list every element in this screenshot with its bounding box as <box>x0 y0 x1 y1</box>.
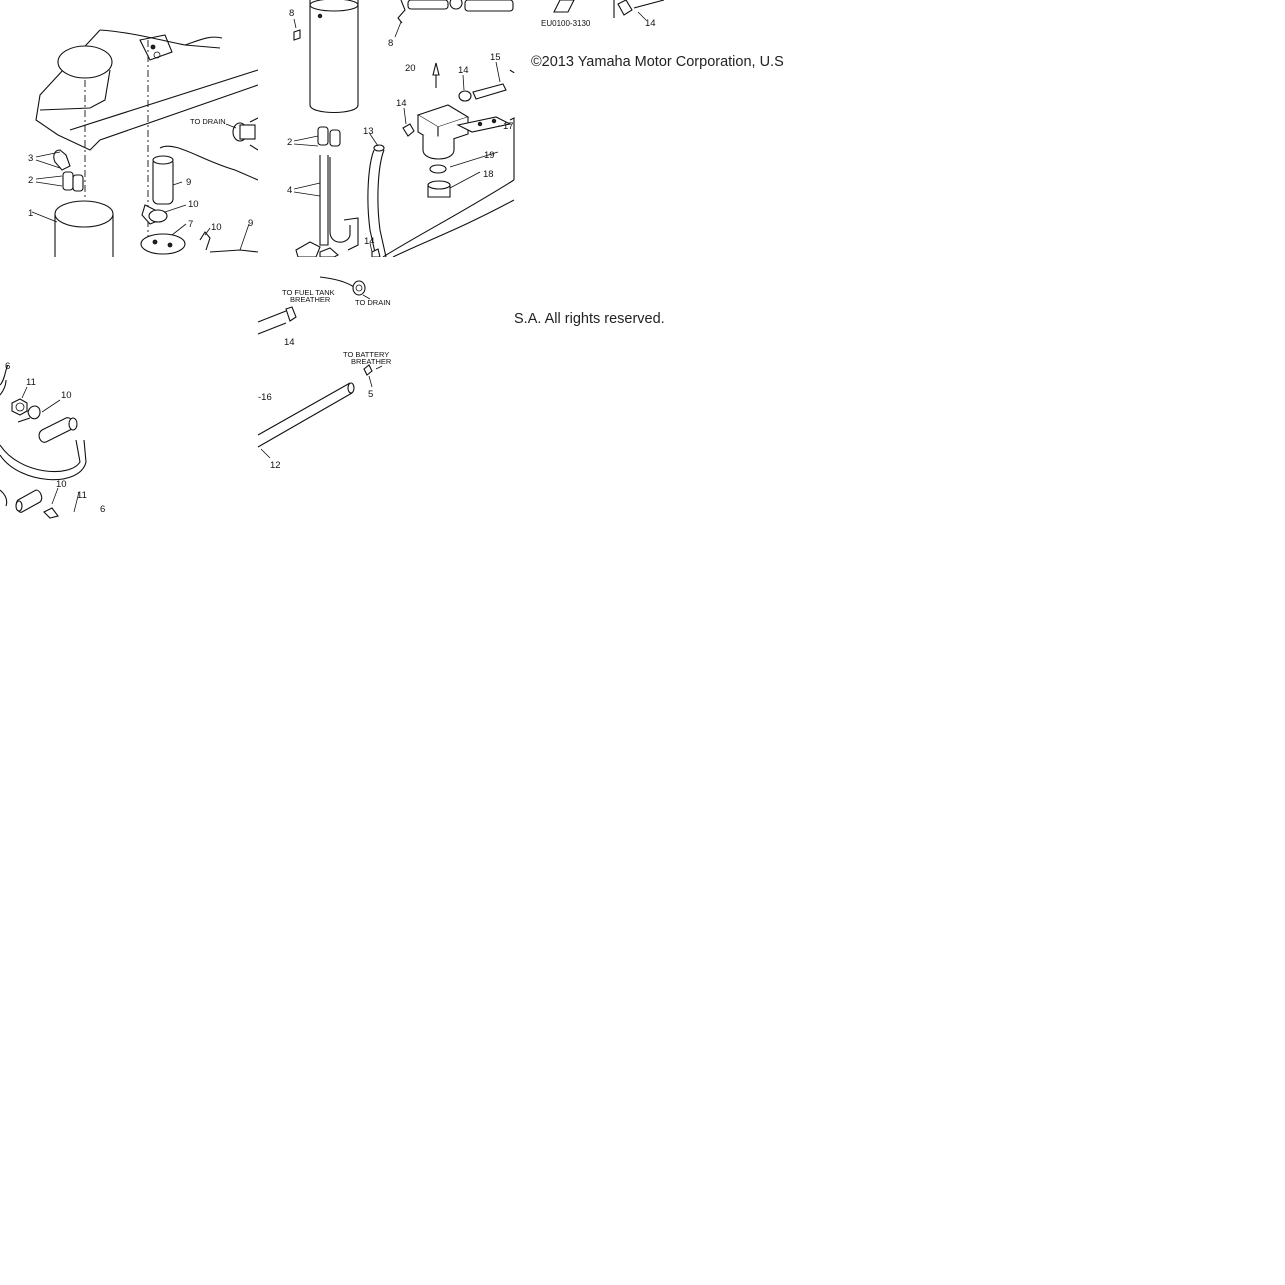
callout-14: 14 <box>284 337 295 348</box>
callout-9: 9 <box>186 177 191 188</box>
callout-10: 10 <box>56 479 67 490</box>
callout-14: 14 <box>645 18 656 29</box>
callout-1: 1 <box>28 208 33 219</box>
copyright-text-part1: ©2013 Yamaha Motor Corporation, U.S <box>531 54 784 70</box>
callout-8: 8 <box>289 8 294 19</box>
diagram-tile-breathers: TO DRAIN TO FUEL TANK BREATHER 14 TO BAT… <box>257 257 514 513</box>
label-to-fuel-tank-breather-2: BREATHER <box>290 295 331 304</box>
diagram-tile-tank: 3 2 1 9 10 7 10 9 TO DRAIN <box>0 0 259 257</box>
callout-6: 6 <box>100 504 105 515</box>
callout-8: 8 <box>388 38 393 49</box>
label-to-fuel-tank-breather-1: TO FUEL TANK <box>282 288 335 297</box>
label-to-battery-breather-2: BREATHER <box>351 357 392 366</box>
copyright-text-part2: S.A. All rights reserved. <box>514 311 665 327</box>
callout-16: -16 <box>258 392 272 403</box>
callout-10: 10 <box>211 222 222 233</box>
callout-11: 11 <box>26 377 36 388</box>
callout-14: 14 <box>364 236 375 247</box>
callout-14: 14 <box>396 98 407 109</box>
diagram-tile-code: EU0100-3130 14 <box>514 0 670 32</box>
callout-15: 15 <box>490 52 501 63</box>
fill-opening-cover <box>57 45 113 79</box>
label-to-drain-2: TO DRAIN <box>355 298 391 307</box>
label-to-battery-breather-1: TO BATTERY <box>343 350 389 359</box>
callout-6: 6 <box>5 361 10 372</box>
callout-13: 13 <box>363 126 374 137</box>
callout-14: 14 <box>458 65 469 76</box>
callout-10: 10 <box>188 199 199 210</box>
callout-4: 4 <box>287 185 292 196</box>
callout-3: 3 <box>28 153 33 164</box>
diagram-tile-filter: 8 8 2 4 13 14 20 14 15 17 19 18 14 <box>258 0 515 258</box>
callout-5: 5 <box>368 389 373 400</box>
callout-9: 9 <box>248 218 253 229</box>
callout-2: 2 <box>287 137 292 148</box>
callout-17: 17 <box>503 121 514 132</box>
callout-7: 7 <box>188 219 193 230</box>
callout-10: 10 <box>61 390 72 401</box>
callout-20: 20 <box>405 63 416 74</box>
callout-19: 19 <box>484 150 495 161</box>
callout-18: 18 <box>483 169 494 180</box>
callout-2: 2 <box>28 175 33 186</box>
callout-11: 11 <box>77 490 87 501</box>
diagram-tile-fittings: 6 11 10 10 11 6 <box>0 340 115 519</box>
callout-12: 12 <box>270 460 281 471</box>
label-to-drain: TO DRAIN <box>190 117 226 126</box>
drawing-code: EU0100-3130 <box>541 19 591 28</box>
